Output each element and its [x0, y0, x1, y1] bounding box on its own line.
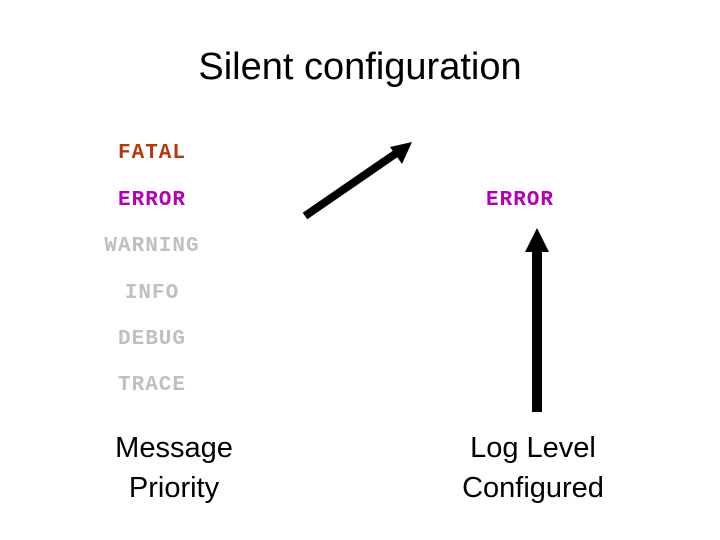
caption-log-level-configured-line1: Log Level	[470, 432, 596, 464]
priority-level-error: ERROR	[117, 189, 186, 212]
configured-level-error: ERROR	[485, 189, 554, 212]
caption-message-priority: Message Priority	[24, 428, 324, 508]
caption-message-priority-line2: Priority	[128, 472, 220, 504]
vertical-arrow-up-icon	[525, 228, 549, 412]
priority-level-info: INFO	[124, 282, 180, 305]
caption-log-level-configured-line2: Configured	[462, 472, 604, 504]
priority-level-trace: TRACE	[117, 374, 186, 397]
caption-message-priority-line1: Message	[115, 432, 233, 464]
page-title: Silent configuration	[198, 46, 522, 88]
priority-level-warning: WARNING	[104, 235, 200, 258]
caption-log-level-configured: Log Level Configured	[383, 428, 683, 508]
priority-level-fatal: FATAL	[117, 142, 186, 165]
priority-level-debug: DEBUG	[117, 328, 186, 351]
diagonal-arrow-up-right-icon	[302, 142, 412, 220]
